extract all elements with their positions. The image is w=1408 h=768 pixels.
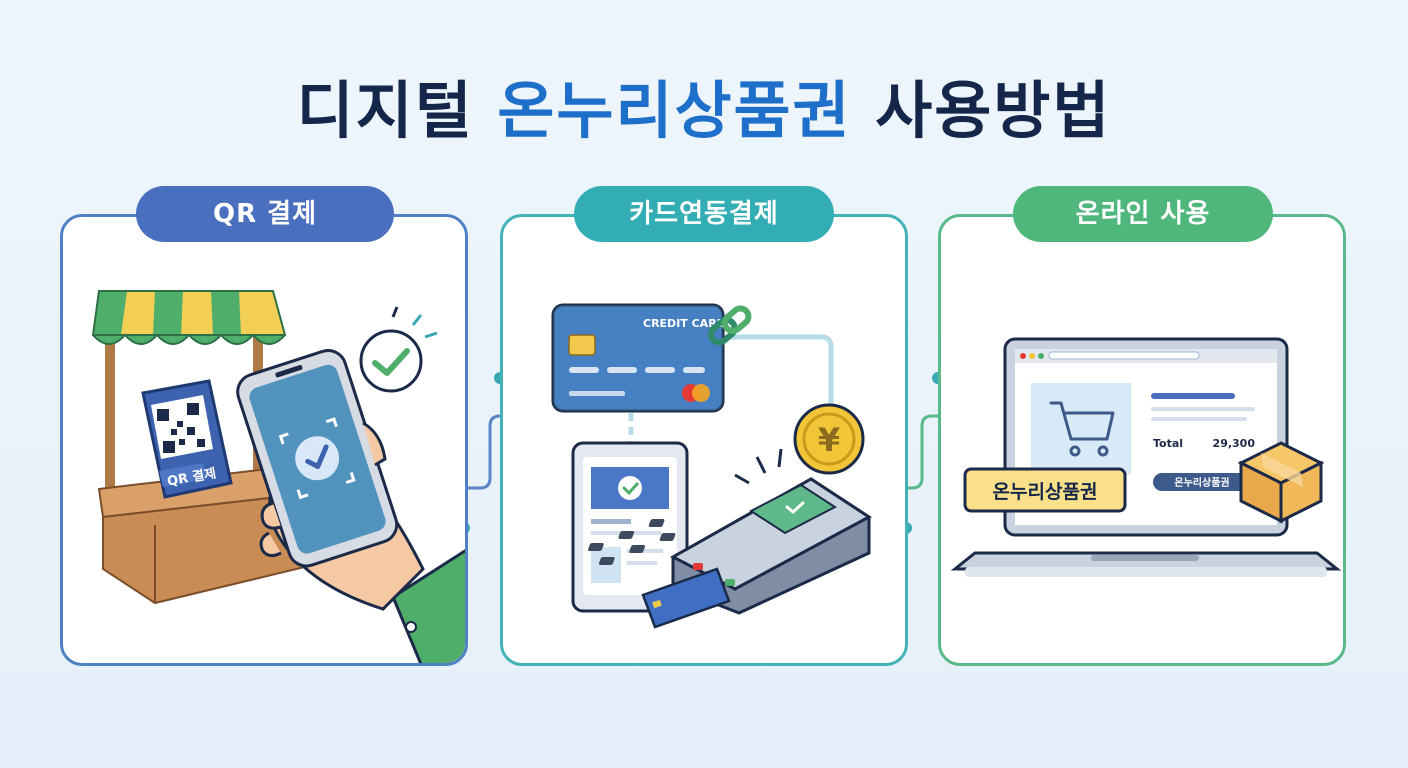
qr-payment-panel: QR 결제 xyxy=(60,214,468,666)
card-linked-payment-panel: CREDIT CARD ¥ xyxy=(500,214,908,666)
check-bubble-icon xyxy=(359,306,438,393)
total-label: Total xyxy=(1153,437,1183,450)
qr-stand: QR 결제 xyxy=(141,379,233,499)
credit-card-icon: CREDIT CARD xyxy=(551,303,726,413)
voucher-sign-text: 온누리상품권 xyxy=(993,481,1098,503)
card-linked-payment-label: 카드연동결제 xyxy=(574,186,834,242)
total-value: 29,300 xyxy=(1213,437,1256,450)
credit-card-text: CREDIT CARD xyxy=(643,317,726,330)
card-terminal-icon xyxy=(588,477,872,629)
package-box-icon xyxy=(1237,441,1325,524)
coin-icon: ¥ xyxy=(793,403,865,475)
chain-link-icon xyxy=(707,305,752,346)
online-use-label: 온라인 사용 xyxy=(1013,186,1273,242)
coin-symbol: ¥ xyxy=(818,421,840,459)
voucher-sign: 온누리상품권 xyxy=(963,467,1127,513)
shopping-cart-icon xyxy=(1049,401,1115,457)
page-title: 디지털 온누리상품권 사용방법 xyxy=(0,60,1408,150)
title-main: 디지털 xyxy=(296,74,498,147)
online-illustration: Total 29,300 온누리상품권 온누리상품권 xyxy=(950,337,1342,577)
qr-illustration: QR 결제 xyxy=(91,290,465,663)
title-accent: 온누리상품권 xyxy=(497,74,852,147)
online-use-panel: Total 29,300 온누리상품권 온누리상품권 xyxy=(938,214,1346,666)
voucher-pay-button-label: 온누리상품권 xyxy=(1174,476,1229,489)
card-illustration: CREDIT CARD ¥ xyxy=(551,303,872,629)
voucher-pay-button[interactable]: 온누리상품권 xyxy=(1153,473,1251,491)
phone-icon xyxy=(236,349,399,568)
title-tail: 사용방법 xyxy=(851,74,1112,147)
qr-payment-label: QR 결제 xyxy=(136,186,394,242)
